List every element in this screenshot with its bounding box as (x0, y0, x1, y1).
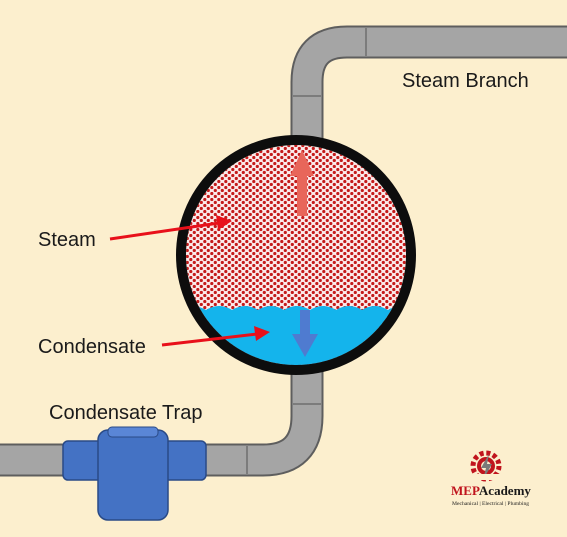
vessel-wall (176, 135, 416, 375)
condensate-trap (62, 426, 207, 521)
gear-with-bolt-icon (466, 450, 506, 482)
steam-branch-pipe (290, 25, 567, 145)
trap-cap (107, 426, 159, 438)
brand-name: MEPAcademy (451, 483, 531, 498)
steam-branch-label: Steam Branch (402, 70, 529, 92)
trap-left-fitting (62, 440, 104, 481)
condensate-trap-label: Condensate Trap (49, 402, 202, 424)
trap-right-fitting (163, 440, 207, 481)
steam-pointer-arrow (109, 215, 232, 241)
steam-label: Steam (38, 229, 96, 251)
trap-body (97, 429, 169, 521)
steam-main-cross-section (176, 135, 416, 375)
condensate-drain-pipe (0, 360, 324, 477)
mep-academy-logo: MEPAcademy Mechanical | Electrical | Plu… (451, 450, 531, 507)
condensate-label: Condensate (38, 336, 146, 358)
condensate-pointer-arrow (161, 326, 270, 347)
brand-tagline: Mechanical | Electrical | Plumbing (452, 501, 529, 507)
steam-rising-arrow (290, 150, 314, 216)
condensate-drop-arrow (292, 310, 318, 357)
